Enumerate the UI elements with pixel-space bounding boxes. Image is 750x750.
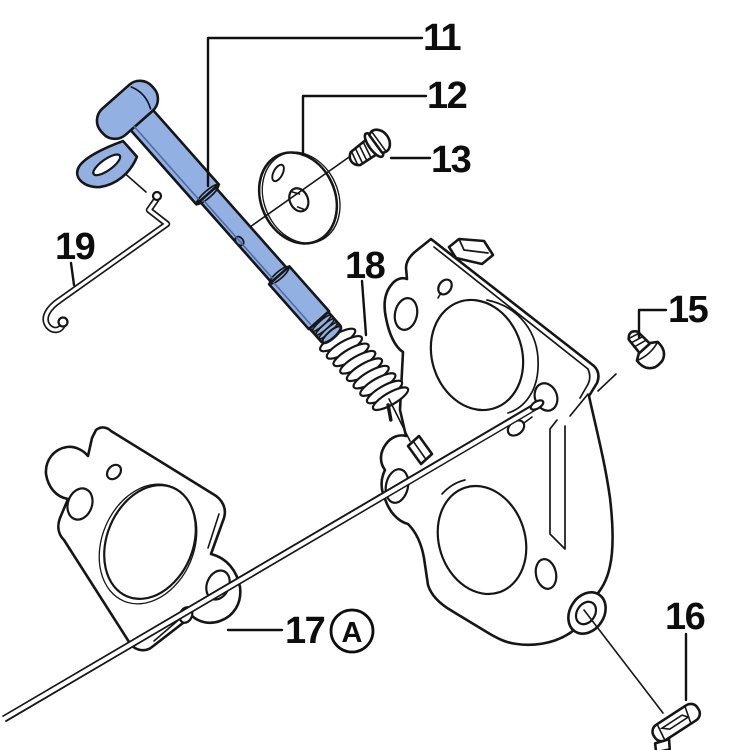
callout-13: 13 bbox=[431, 139, 471, 181]
throttle-rod-part bbox=[0, 399, 545, 723]
callout-19: 19 bbox=[55, 226, 95, 268]
screw-13-part bbox=[348, 128, 392, 167]
screw-13-head-facet bbox=[371, 131, 387, 153]
leader-15 bbox=[637, 308, 668, 339]
flange-left-ear-hole bbox=[393, 297, 419, 331]
gasket-center-opening-rim bbox=[98, 483, 198, 605]
washer-part bbox=[257, 151, 341, 245]
carburetor-gasket-part bbox=[44, 426, 242, 652]
screw-15-head bbox=[635, 340, 666, 370]
callout-labels: 11 12 13 15 16 17 18 19 A bbox=[55, 17, 710, 654]
choke-rod-wire-part bbox=[42, 190, 171, 334]
throttle-rod-core bbox=[0, 404, 539, 722]
choke-shaft-part bbox=[76, 79, 343, 345]
gasket-teardrop-hole bbox=[105, 463, 123, 481]
shaft-tip-cap bbox=[321, 325, 342, 344]
callout-leader-lines bbox=[69, 36, 688, 702]
reference-a-badge: A bbox=[329, 608, 375, 654]
screw-13-thread-lines bbox=[350, 141, 373, 167]
line-screw15-to-flange bbox=[597, 373, 617, 392]
reference-a-label: A bbox=[342, 617, 363, 649]
lower-venturi-wall bbox=[441, 479, 466, 495]
callout-17: 17 bbox=[285, 610, 325, 652]
flange-teardrop-tail bbox=[437, 292, 442, 299]
shaft-step-2 bbox=[268, 265, 290, 285]
axis-line-screw-to-shaft bbox=[239, 154, 353, 235]
spring-end-leg bbox=[386, 403, 393, 422]
upper-venturi-bore bbox=[429, 298, 525, 412]
leader-18 bbox=[360, 279, 368, 337]
flange-top-tab-edge bbox=[458, 238, 489, 254]
shaft-shading-lines bbox=[133, 125, 312, 325]
leader-12 bbox=[301, 94, 428, 157]
spring-part bbox=[318, 327, 410, 422]
shaft-seat-tab-edge bbox=[412, 440, 426, 459]
screw-15-part bbox=[627, 330, 666, 370]
choke-knob-face-line bbox=[130, 86, 152, 110]
spacer-flange-part bbox=[379, 237, 614, 647]
axis-line-spring-to-tab bbox=[388, 398, 411, 442]
clip-slot bbox=[656, 706, 692, 741]
washer-center-hole bbox=[288, 187, 310, 213]
callout-16: 16 bbox=[665, 596, 705, 638]
leader-11 bbox=[206, 36, 424, 188]
flange-corner-fold bbox=[569, 393, 589, 417]
flange-pivot-boss-edge bbox=[523, 416, 533, 424]
screw-15-head-cone bbox=[636, 341, 659, 362]
washer-slot-hole bbox=[271, 163, 285, 183]
upper-venturi-wall bbox=[486, 299, 539, 414]
choke-rod-top-knob bbox=[151, 190, 163, 202]
screw-15-thread-lines bbox=[627, 332, 648, 348]
leader-19 bbox=[69, 261, 76, 287]
shaft-upper-section bbox=[127, 106, 221, 206]
retainer-clip-part bbox=[651, 702, 702, 750]
choke-lever-slot bbox=[92, 153, 122, 177]
washer-rim bbox=[261, 151, 341, 244]
callout-18: 18 bbox=[345, 245, 385, 287]
lower-venturi-bore bbox=[436, 484, 528, 596]
reference-a-circle bbox=[329, 608, 375, 654]
line-boss-to-clip bbox=[583, 609, 664, 714]
flange-lower-right-hole bbox=[534, 558, 558, 590]
clip-body bbox=[651, 702, 702, 743]
callout-15: 15 bbox=[668, 289, 709, 331]
choke-rod-wire-inner bbox=[44, 198, 169, 332]
spring-coils bbox=[318, 327, 410, 412]
shaft-step-1 bbox=[195, 183, 220, 206]
throttle-rod-end-cap bbox=[529, 399, 545, 411]
gasket-left-ear-hole bbox=[66, 487, 94, 521]
callout-11: 11 bbox=[423, 17, 462, 59]
choke-rod-end-ball bbox=[57, 316, 69, 328]
flange-plate-edge bbox=[433, 246, 591, 399]
flange-channel bbox=[549, 419, 566, 550]
callout-12: 12 bbox=[427, 75, 467, 117]
